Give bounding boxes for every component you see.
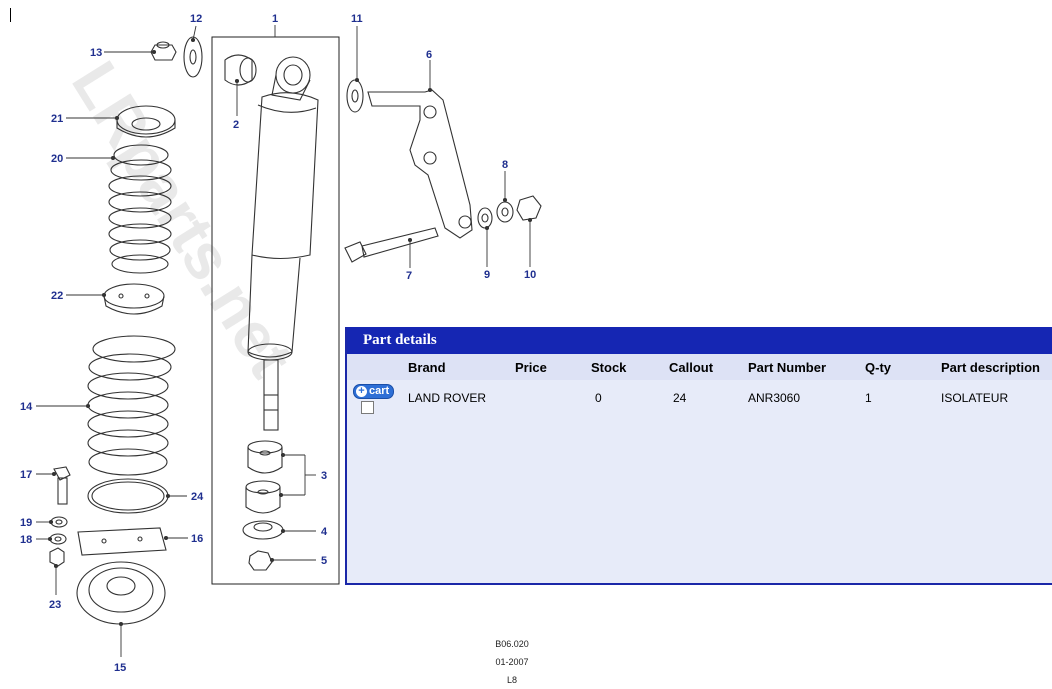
header-brand[interactable]: Brand	[408, 354, 515, 380]
callout-17[interactable]: 17	[20, 469, 32, 481]
text-cursor	[10, 8, 11, 22]
callout-9[interactable]: 9	[484, 269, 490, 281]
callout-1[interactable]: 1	[272, 13, 278, 25]
select-checkbox[interactable]	[361, 400, 374, 414]
parts-drawing	[49, 36, 542, 625]
cell-brand: LAND ROVER	[408, 391, 487, 405]
callout-19[interactable]: 19	[20, 517, 32, 529]
diagram-code: L8	[506, 675, 517, 685]
panel-title: Part details	[347, 327, 1052, 354]
callout-16[interactable]: 16	[191, 533, 203, 545]
cell-description: ISOLATEUR	[941, 391, 1009, 405]
row-actions: +cart	[347, 380, 408, 416]
callout-23[interactable]: 23	[49, 599, 61, 611]
callout-7[interactable]: 7	[406, 270, 412, 282]
cell-part-number: ANR3060	[748, 391, 801, 405]
callout-11[interactable]: 11	[351, 13, 363, 25]
table-header-row: Brand Price Stock Callout Part Number Q-…	[347, 354, 1052, 380]
cell-callout: 24	[673, 391, 687, 405]
callout-6[interactable]: 6	[426, 49, 432, 61]
table-row: +cart LAND ROVER 0 24 ANR3060 1 ISOLATEU…	[347, 380, 1052, 416]
cell-stock: 0	[595, 391, 602, 405]
header-qty[interactable]: Q-ty	[865, 354, 941, 380]
callout-4[interactable]: 4	[321, 526, 328, 538]
callout-13[interactable]: 13	[90, 47, 102, 59]
callout-18[interactable]: 18	[20, 534, 32, 546]
header-stock[interactable]: Stock	[591, 354, 669, 380]
leader-lines	[36, 25, 533, 657]
cart-label: cart	[369, 384, 390, 397]
callout-24[interactable]: 24	[191, 491, 204, 503]
callout-5[interactable]: 5	[321, 555, 327, 567]
diagram-date: 01-2007	[495, 657, 529, 667]
callout-14[interactable]: 14	[20, 401, 33, 413]
part-details-panel: Part details Brand Price Stock Callout P…	[345, 327, 1052, 585]
plus-icon: +	[356, 385, 367, 397]
callout-12[interactable]: 12	[190, 13, 202, 25]
diagram-footer: B06.020 01-2007 L8	[478, 635, 546, 689]
header-price[interactable]: Price	[515, 354, 591, 380]
header-part-number[interactable]: Part Number	[748, 354, 865, 380]
header-description[interactable]: Part description	[941, 354, 1052, 380]
cell-qty: 1	[865, 391, 872, 405]
header-select	[347, 354, 408, 380]
parts-table: Brand Price Stock Callout Part Number Q-…	[347, 354, 1052, 416]
callout-22[interactable]: 22	[51, 290, 63, 302]
cell-price	[515, 380, 591, 416]
callout-3[interactable]: 3	[321, 470, 327, 482]
callout-10[interactable]: 10	[524, 269, 536, 281]
callout-15[interactable]: 15	[114, 662, 126, 674]
shock-assembly-frame	[211, 36, 340, 585]
callout-21[interactable]: 21	[51, 113, 63, 125]
diagram-ref: B06.020	[495, 639, 529, 649]
add-to-cart-button[interactable]: +cart	[353, 383, 395, 399]
watermark: LRparts.net	[58, 49, 307, 389]
callout-8[interactable]: 8	[502, 159, 508, 171]
callout-2[interactable]: 2	[233, 119, 239, 131]
header-callout[interactable]: Callout	[669, 354, 748, 380]
callout-20[interactable]: 20	[51, 153, 63, 165]
